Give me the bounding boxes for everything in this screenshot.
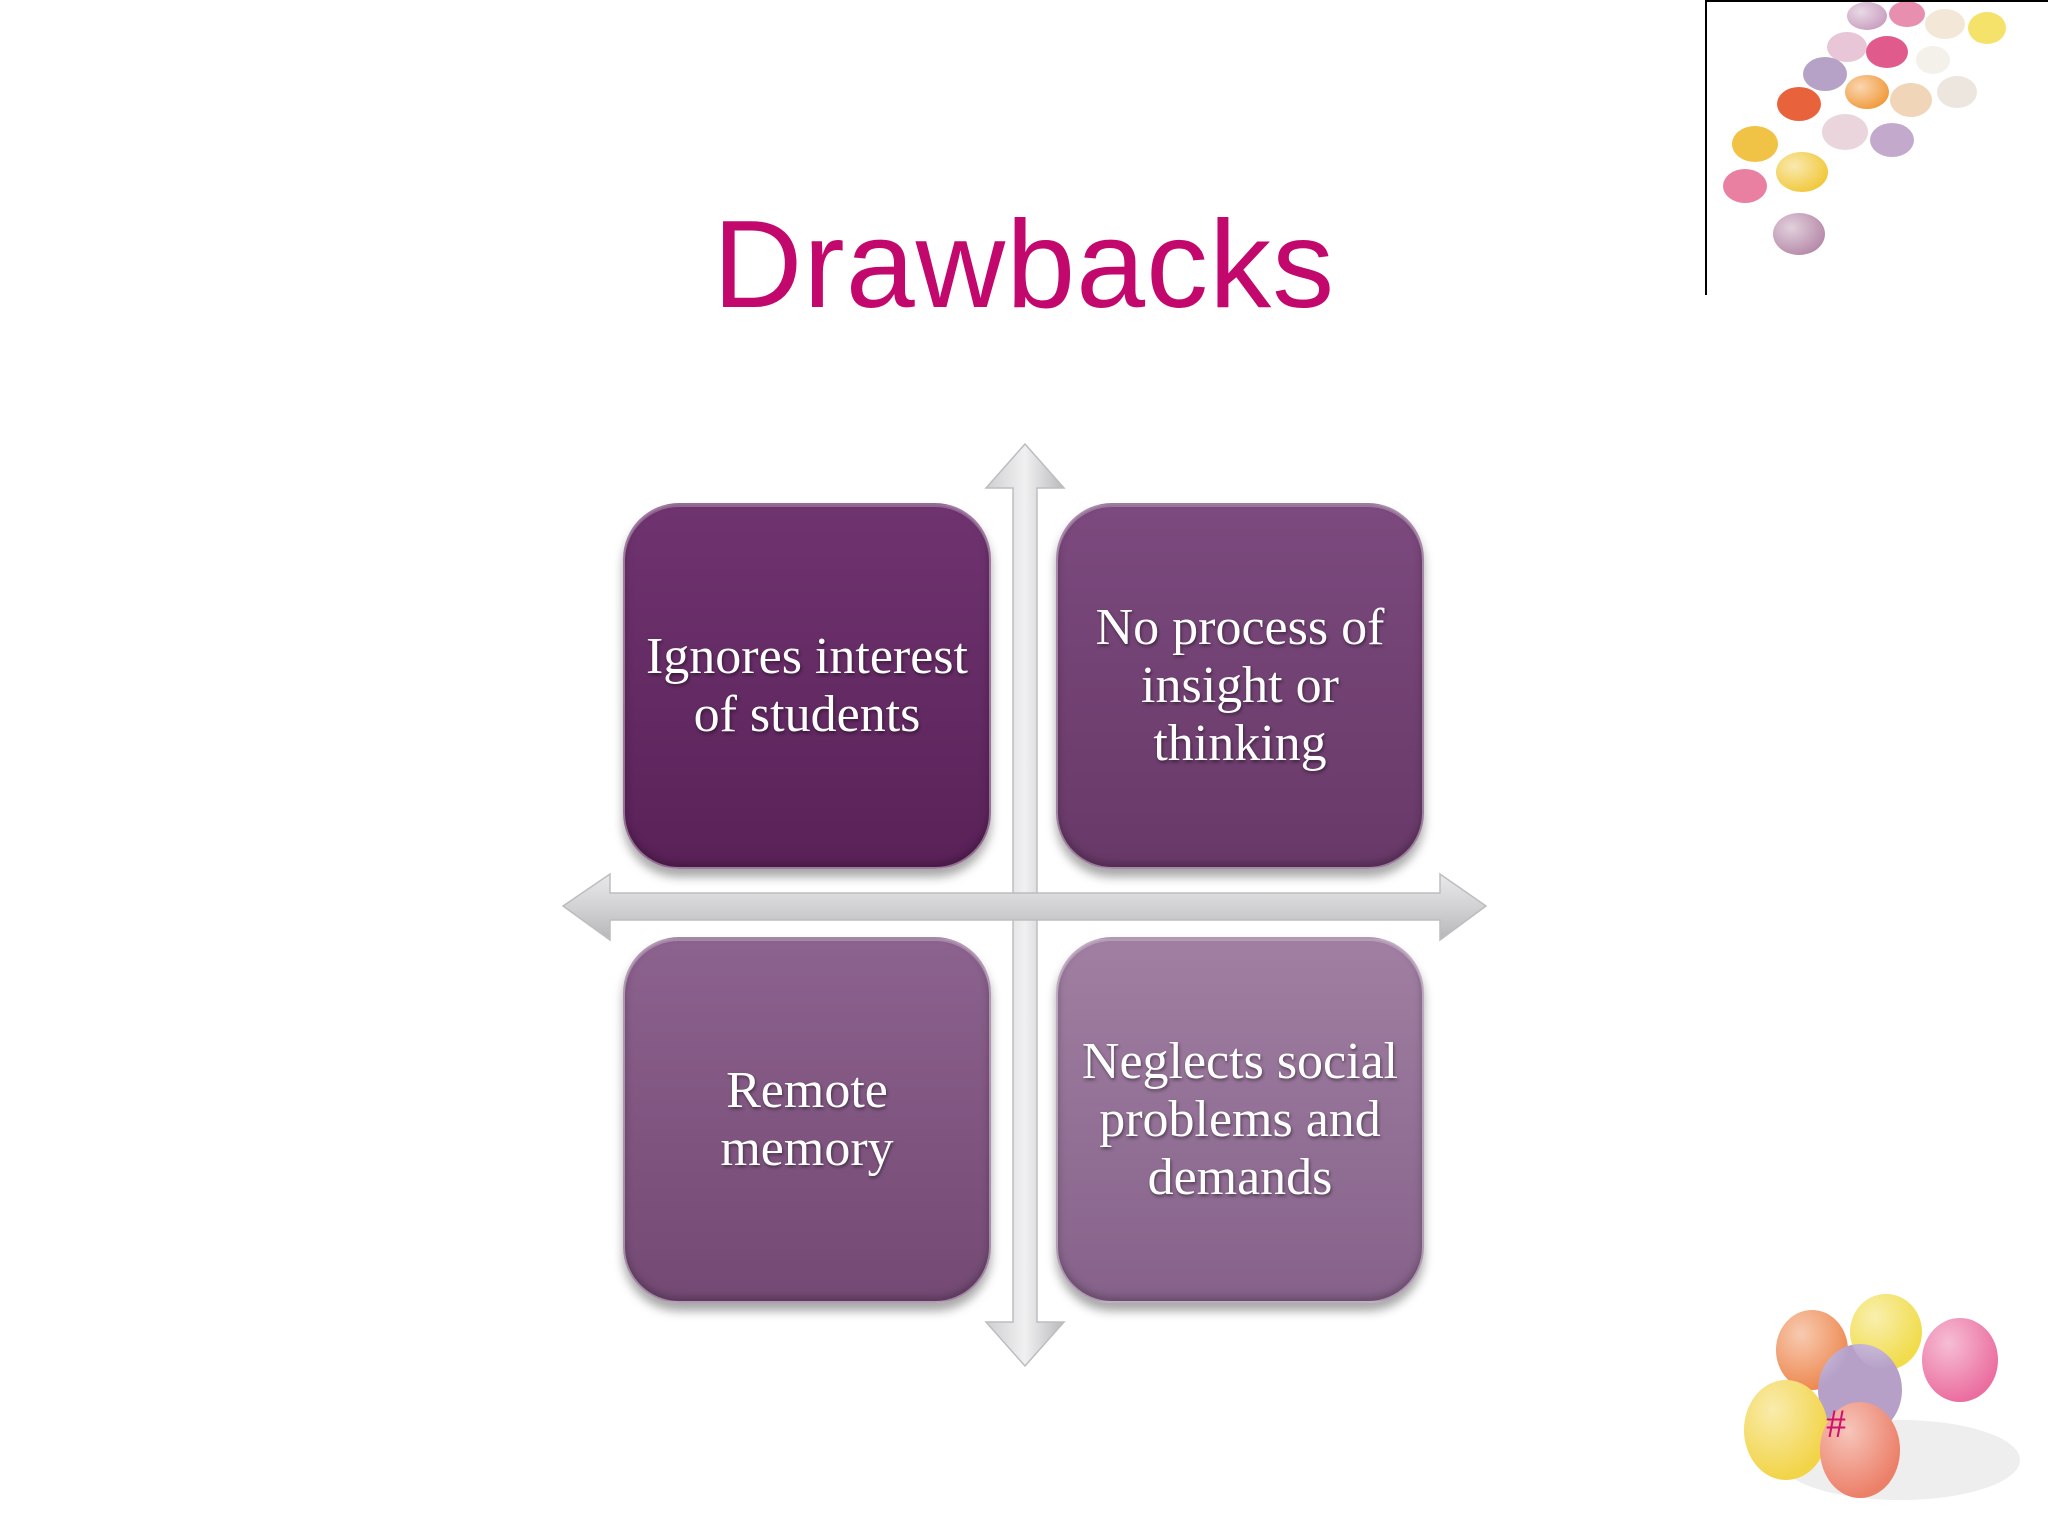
quadrant-top-right-text: No process of insight or thinking bbox=[1095, 599, 1385, 772]
candy-eggs-image-bottom bbox=[1690, 1270, 2048, 1536]
quadrant-top-left-text: Ignores interest of students bbox=[645, 628, 968, 743]
quadrant-top-right: No process of insight or thinking bbox=[1056, 503, 1424, 869]
page-number: # bbox=[1826, 1401, 1846, 1446]
quadrant-bottom-left: Remote memory bbox=[623, 937, 991, 1303]
horizontal-arrow bbox=[561, 872, 1488, 942]
candy-eggs-image-top bbox=[1705, 0, 2048, 295]
quadrant-bottom-left-text: Remote memory bbox=[720, 1062, 894, 1177]
quadrant-top-left: Ignores interest of students bbox=[623, 503, 991, 869]
quadrant-bottom-right-text: Neglects social problems and demands bbox=[1081, 1033, 1399, 1206]
quadrant-bottom-right: Neglects social problems and demands bbox=[1056, 937, 1424, 1303]
slide-title: Drawbacks bbox=[712, 196, 1336, 334]
